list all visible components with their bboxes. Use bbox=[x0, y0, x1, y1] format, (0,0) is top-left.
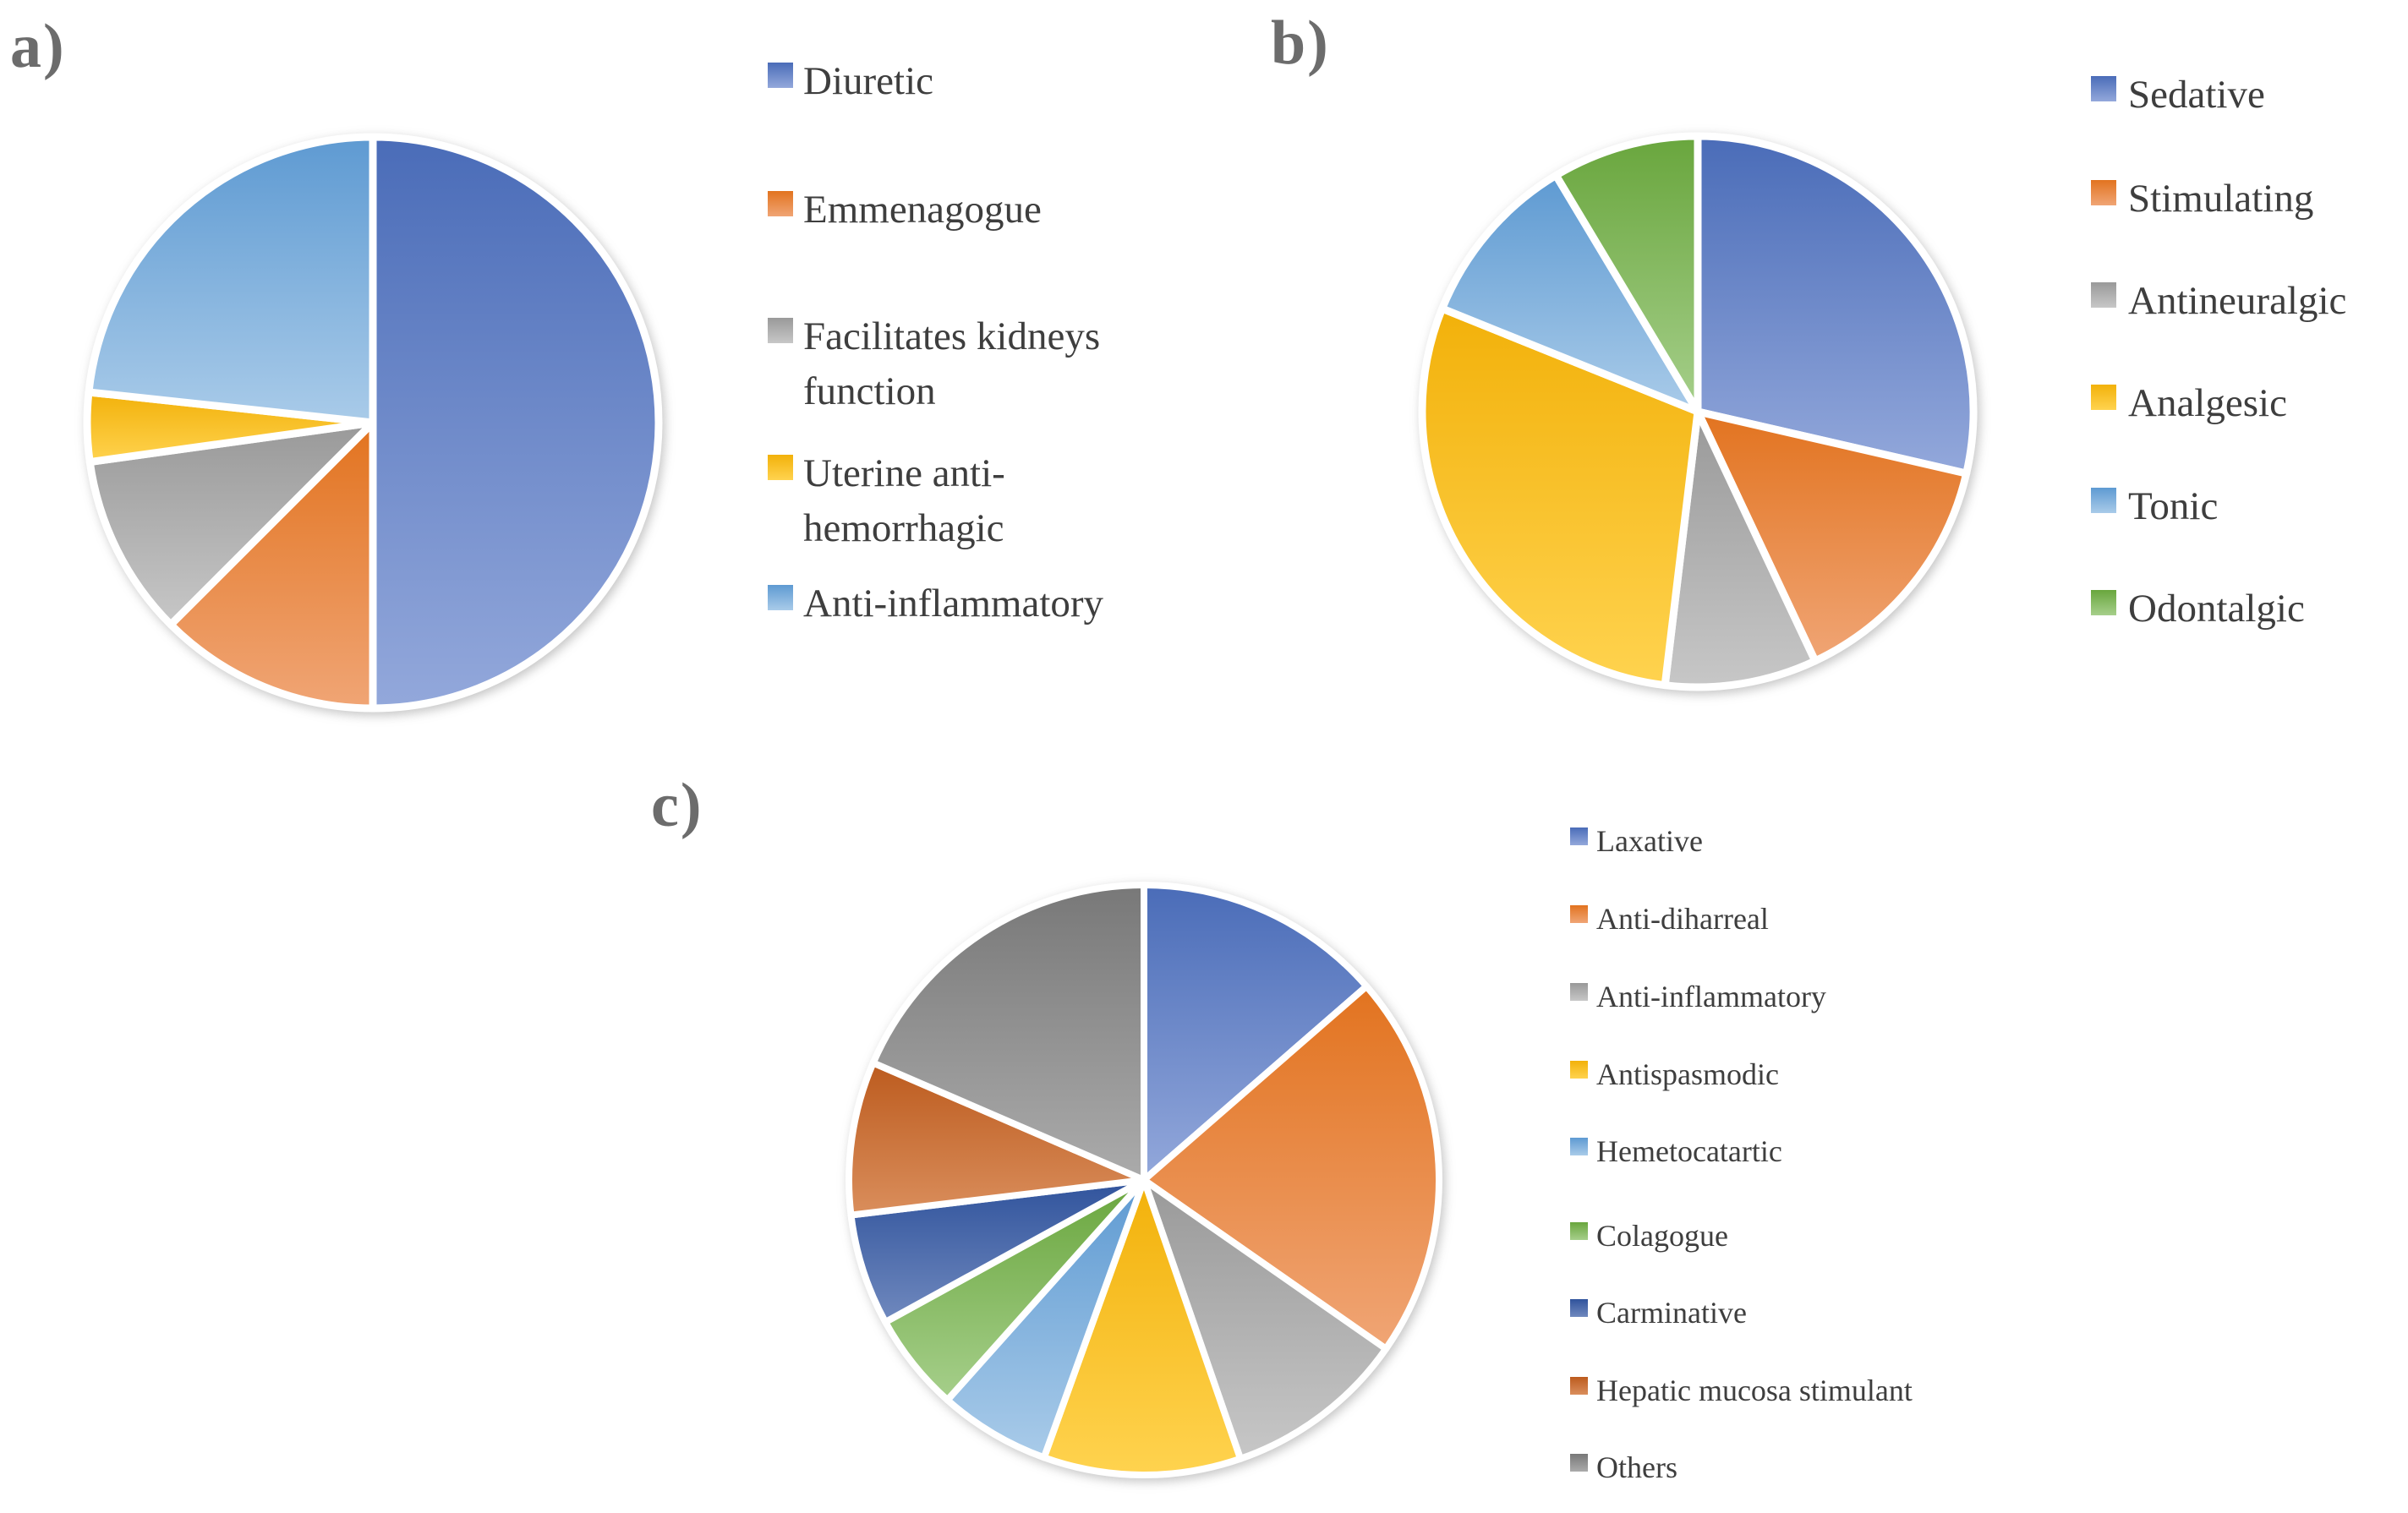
legend-item-odontalgic: Odontalgic bbox=[2091, 582, 2383, 636]
pie-slice-anti-diharreal bbox=[1141, 982, 1442, 1352]
legend-item-antispasmodic: Antispasmodic bbox=[1570, 1054, 2213, 1096]
legend-item-emmenagogue: Emmenagogue bbox=[768, 183, 1174, 238]
pie-slice-others bbox=[869, 882, 1147, 1183]
pie-slice-tonic bbox=[1438, 171, 1702, 416]
legend-label: Antispasmodic bbox=[1596, 1057, 1779, 1091]
legend-swatch-yellow bbox=[2091, 385, 2116, 410]
legend-item-facilitates-kidneys-function: Facilitates kidneys function bbox=[768, 309, 1174, 419]
legend-label: Facilitates kidneys function bbox=[803, 314, 1101, 413]
legend-label: Hepatic mucosa stimulant bbox=[1596, 1374, 1913, 1407]
legend-label: Anti-diharreal bbox=[1596, 902, 1769, 936]
legend-label: Sedative bbox=[2128, 73, 2265, 117]
legend-item-stimulating: Stimulating bbox=[2091, 172, 2383, 227]
legend-label: Stimulating bbox=[2128, 177, 2314, 221]
pie-slice-antineuralgic bbox=[1661, 407, 1820, 691]
legend-item-colagogue: Colagogue bbox=[1570, 1215, 2213, 1258]
legend-swatch-darkorange bbox=[1570, 1377, 1588, 1395]
legend-label: Colagogue bbox=[1596, 1219, 1728, 1253]
legend-item-uterine-anti-hemorrhagic: Uterine anti-hemorrhagic bbox=[768, 446, 1174, 556]
pie-slice-diuretic bbox=[369, 133, 663, 713]
legend-swatch-green bbox=[2091, 590, 2116, 615]
legend-label: Others bbox=[1596, 1450, 1677, 1484]
legend-swatch-gray bbox=[768, 318, 793, 343]
legend-label: Analgesic bbox=[2128, 381, 2287, 425]
pie-chart-c bbox=[846, 882, 1442, 1478]
pie-slice-hepatic-mucosa-stimulant bbox=[846, 1059, 1147, 1219]
legend-swatch-orange bbox=[1570, 905, 1588, 923]
pie-slice-anti-inflammatory bbox=[1141, 1177, 1390, 1462]
legend-item-carminative: Carminative bbox=[1570, 1292, 2213, 1335]
pie-slice-odontalgic bbox=[1552, 132, 1702, 416]
panel-label-c: c) bbox=[651, 771, 703, 840]
panel-label-a: a) bbox=[10, 12, 66, 81]
pie-slice-sedative bbox=[1694, 132, 1978, 478]
legend-label: Laxative bbox=[1596, 824, 1703, 858]
legend-swatch-green bbox=[1570, 1222, 1588, 1240]
legend-label: Anti-inflammatory bbox=[1596, 980, 1826, 1013]
legend-swatch-gray bbox=[1570, 983, 1588, 1001]
pie-slice-antispasmodic bbox=[1040, 1177, 1245, 1478]
legend-label: Uterine anti-hemorrhagic bbox=[803, 451, 1005, 550]
legend-item-antineuralgic: Antineuralgic bbox=[2091, 274, 2383, 329]
pie-slice-facilitates-kidneys-function bbox=[85, 418, 377, 629]
legend-swatch-orange bbox=[2091, 180, 2116, 205]
pie-slice-emmenagogue bbox=[167, 418, 377, 713]
pie-slice-anti-inflammatory bbox=[85, 133, 377, 427]
legend-label: Odontalgic bbox=[2128, 587, 2305, 631]
legend-item-hepatic-mucosa-stimulant: Hepatic mucosa stimulant bbox=[1570, 1370, 2213, 1412]
legend-swatch-darkgray bbox=[1570, 1454, 1588, 1472]
legend-swatch-lightblue bbox=[768, 585, 793, 610]
legend-swatch-yellow bbox=[1570, 1061, 1588, 1079]
legend-item-analgesic: Analgesic bbox=[2091, 376, 2383, 431]
legend-item-anti-inflammatory: Anti-inflammatory bbox=[1570, 976, 2213, 1019]
legend-label: Anti-inflammatory bbox=[803, 582, 1104, 625]
pie-slice-laxative bbox=[1141, 882, 1371, 1183]
legend-swatch-blue bbox=[768, 63, 793, 88]
legend-swatch-lightblue bbox=[2091, 488, 2116, 513]
legend-item-anti-diharreal: Anti-diharreal bbox=[1570, 899, 2213, 941]
pie-chart-a bbox=[83, 133, 663, 713]
legend-swatch-blue bbox=[2091, 76, 2116, 101]
legend-swatch-orange bbox=[768, 191, 793, 216]
legend-label: Tonic bbox=[2128, 484, 2219, 528]
pie-slice-analgesic bbox=[1418, 304, 1702, 690]
legend-label: Diuretic bbox=[803, 59, 933, 103]
legend-item-others: Others bbox=[1570, 1447, 2213, 1489]
legend-swatch-gray bbox=[2091, 282, 2116, 308]
legend-label: Hemetocatartic bbox=[1596, 1134, 1782, 1168]
legend-item-laxative: Laxative bbox=[1570, 821, 2213, 863]
legend-swatch-navy bbox=[1570, 1299, 1588, 1317]
legend-item-diuretic: Diuretic bbox=[768, 54, 1174, 109]
legend-label: Antineuralgic bbox=[2128, 279, 2347, 323]
legend-item-anti-inflammatory: Anti-inflammatory bbox=[768, 576, 1174, 631]
legend-item-hemetocatartic: Hemetocatartic bbox=[1570, 1131, 2213, 1173]
legend-item-tonic: Tonic bbox=[2091, 479, 2383, 534]
legend-item-sedative: Sedative bbox=[2091, 68, 2383, 123]
legend-label: Carminative bbox=[1596, 1296, 1747, 1330]
pie-chart-b bbox=[1418, 132, 1978, 691]
panel-label-b: b) bbox=[1271, 8, 1330, 78]
legend-label: Emmenagogue bbox=[803, 188, 1042, 232]
pie-slice-stimulating bbox=[1694, 407, 1971, 665]
legend-swatch-yellow bbox=[768, 455, 793, 480]
legend-swatch-lightblue bbox=[1570, 1138, 1588, 1155]
legend-swatch-blue bbox=[1570, 828, 1588, 845]
